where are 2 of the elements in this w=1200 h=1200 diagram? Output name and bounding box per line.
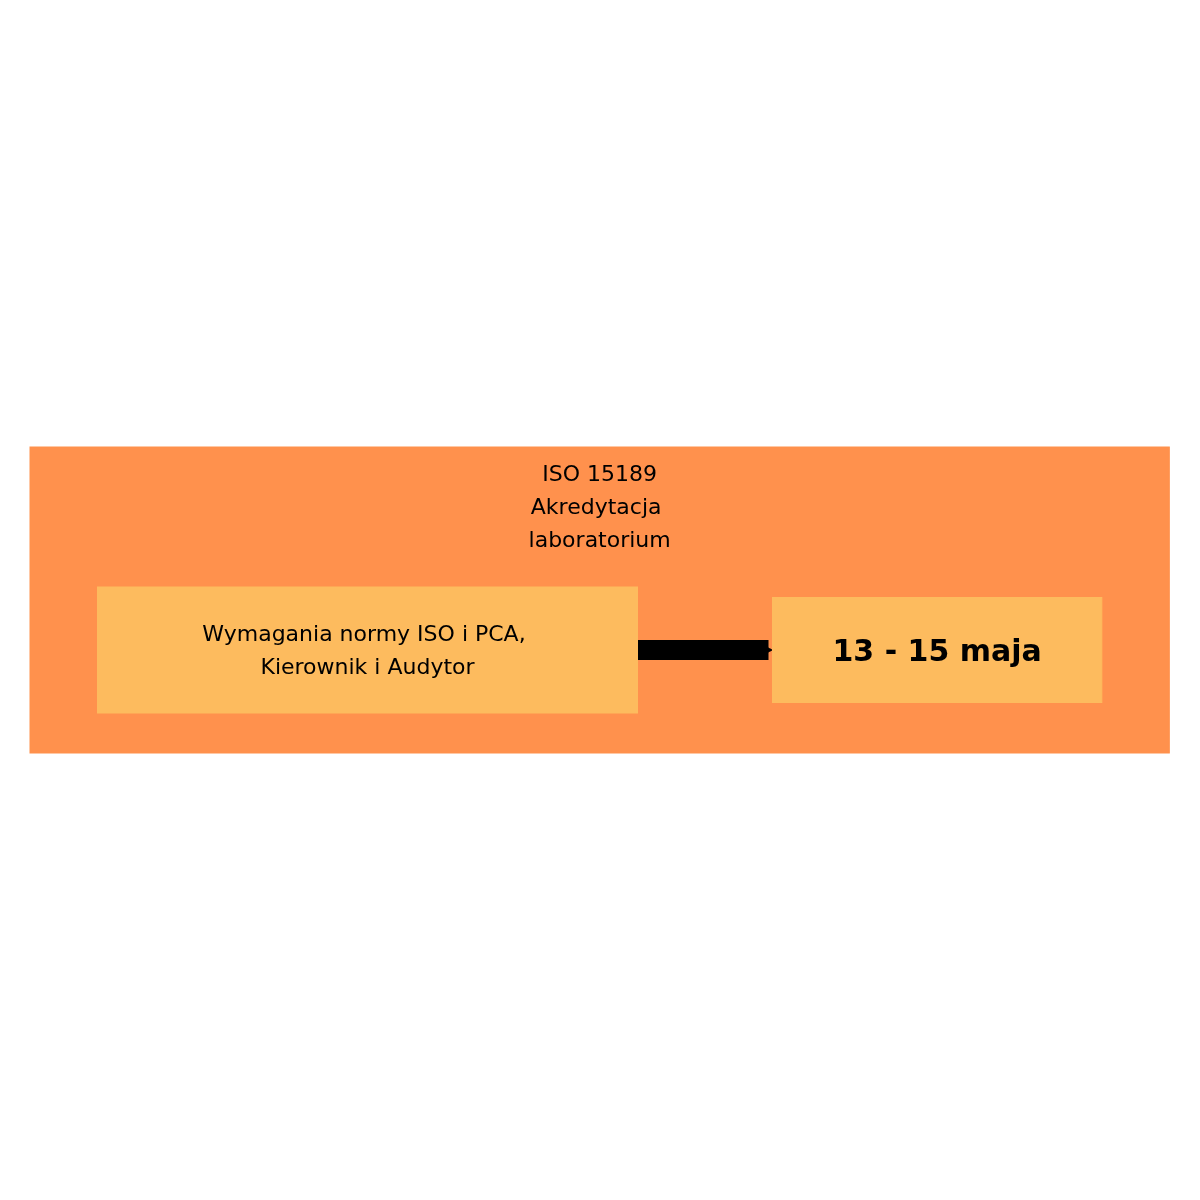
node-box: Wymagania normy ISO i PCA, Kierownik i Audytor [97, 586, 639, 714]
node-box: 13 - 15 maja [772, 597, 1103, 703]
